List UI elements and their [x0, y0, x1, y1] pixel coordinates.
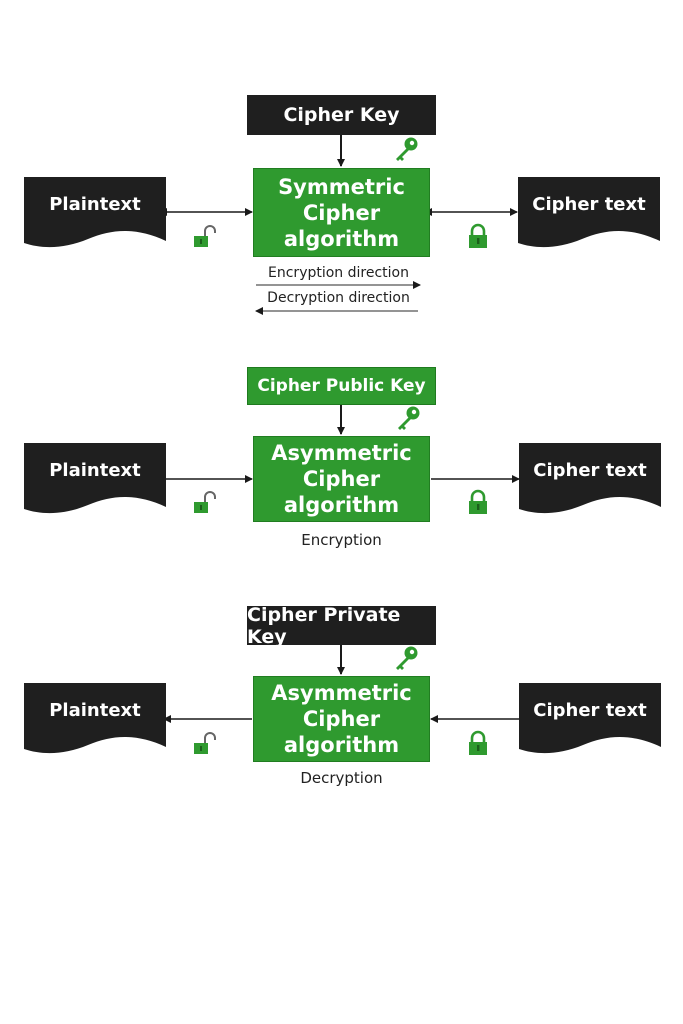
cipher-public-key-label: Cipher Public Key	[257, 376, 426, 396]
cipher-private-key-box: Cipher Private Key	[247, 603, 436, 648]
decryption-direction-label: Decryption direction	[267, 290, 410, 306]
locked-padlock-icon	[467, 730, 489, 756]
algo-line-3: algorithm	[283, 226, 400, 251]
asymmetric-encryption-algorithm-box: Asymmetric Cipher algorithm	[253, 436, 430, 522]
ciphertext-label: Cipher text	[533, 699, 647, 721]
ciphertext-label: Cipher text	[533, 459, 647, 481]
unlocked-padlock-icon	[192, 732, 216, 756]
plaintext-label: Plaintext	[49, 193, 141, 215]
plaintext-document: Plaintext	[24, 177, 166, 251]
locked-padlock-icon	[467, 223, 489, 249]
algo-line-3: algorithm	[283, 733, 400, 757]
key-icon	[390, 135, 420, 165]
ciphertext-document: Cipher text	[519, 683, 661, 757]
unlocked-padlock-icon	[192, 491, 216, 515]
algo-line-2: Cipher	[302, 200, 381, 225]
cipher-key-label: Cipher Key	[283, 104, 400, 126]
ciphertext-document: Cipher text	[518, 177, 660, 251]
plaintext-document: Plaintext	[24, 443, 166, 517]
algo-line-1: Asymmetric	[271, 681, 412, 705]
plaintext-label: Plaintext	[49, 459, 141, 481]
decryption-caption: Decryption	[300, 769, 383, 787]
algo-line-2: Cipher	[302, 707, 381, 731]
algo-line-1: Symmetric	[278, 174, 405, 199]
encryption-caption: Encryption	[301, 531, 382, 549]
algo-line-1: Asymmetric	[271, 441, 412, 465]
encryption-direction-label: Encryption direction	[268, 265, 409, 281]
cipher-private-key-label: Cipher Private Key	[247, 603, 401, 648]
ciphertext-document: Cipher text	[519, 443, 661, 517]
ciphertext-label: Cipher text	[532, 193, 646, 215]
algo-line-2: Cipher	[302, 467, 381, 491]
cipher-public-key-box: Cipher Public Key	[247, 367, 436, 405]
symmetric-algorithm-box: Symmetric Cipher algorithm	[253, 168, 430, 257]
key-icon	[392, 404, 422, 434]
plaintext-document: Plaintext	[24, 683, 166, 757]
algo-line-3: algorithm	[283, 493, 400, 517]
asymmetric-decryption-algorithm-box: Asymmetric Cipher algorithm	[253, 676, 430, 762]
cipher-key-box: Cipher Key	[247, 95, 436, 135]
plaintext-label: Plaintext	[49, 699, 141, 721]
locked-padlock-icon	[467, 489, 489, 515]
unlocked-padlock-icon	[192, 225, 216, 249]
key-icon	[390, 644, 420, 674]
